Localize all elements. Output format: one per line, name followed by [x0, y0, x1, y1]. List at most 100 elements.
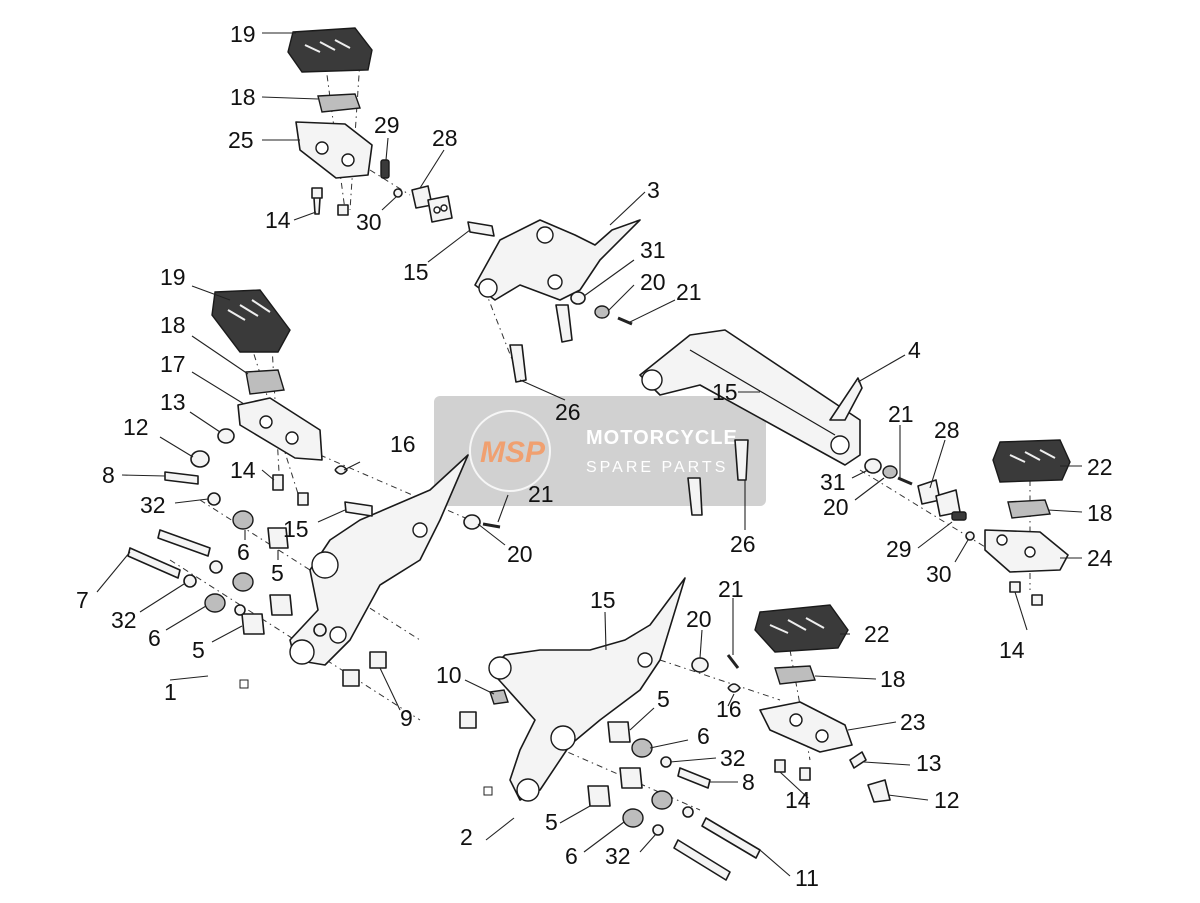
bolt-11-a — [701, 817, 761, 859]
part-label-30: 30 — [356, 209, 382, 235]
part-label-32: 32 — [605, 843, 631, 869]
washer-left-d — [234, 604, 246, 616]
assembly-marker-2 — [483, 786, 493, 796]
part-label-10: 10 — [436, 662, 462, 688]
spacer-9-b — [342, 669, 360, 687]
washer-32-left-a — [207, 492, 221, 506]
part-label-32: 32 — [111, 607, 137, 633]
part-label-13: 13 — [160, 389, 186, 415]
washer-left-c — [209, 560, 223, 574]
screw-14-e — [272, 474, 284, 491]
part-label-18: 18 — [230, 84, 256, 110]
washer-13-right — [849, 751, 867, 769]
bushing-5-left-b — [269, 594, 293, 616]
washer-32-right-b — [652, 824, 664, 836]
part-label-15: 15 — [283, 516, 309, 542]
bearing-6-left-a — [232, 510, 254, 530]
washer-31-top — [570, 291, 586, 305]
washer-13-left — [217, 428, 235, 444]
part-label-26: 26 — [555, 399, 581, 425]
screw-14-f — [297, 492, 309, 506]
pin-15-left — [344, 501, 373, 517]
part-label-4: 4 — [908, 337, 921, 363]
part-label-6: 6 — [148, 625, 161, 651]
footpeg-24 — [984, 529, 1069, 573]
washer-32-right-a — [660, 756, 672, 768]
nut-12-right — [867, 779, 891, 803]
footpeg-23 — [759, 701, 853, 753]
watermark-title: MOTORCYCLE — [586, 427, 738, 449]
nut-12-left — [190, 450, 210, 468]
screw-14-b — [337, 204, 349, 216]
plate-top — [317, 93, 361, 113]
part-label-14: 14 — [230, 457, 256, 483]
bolt-8-right — [677, 767, 711, 789]
part-label-20: 20 — [640, 269, 666, 295]
bearing-6-right-a — [631, 738, 653, 758]
pin-21-right-lower — [726, 654, 740, 669]
part-label-6: 6 — [237, 539, 250, 565]
part-label-7: 7 — [76, 587, 89, 613]
bolt-7 — [127, 547, 181, 579]
part-label-6: 6 — [565, 843, 578, 869]
bolt-26-a — [509, 344, 527, 383]
footpeg-rubber-22-right — [992, 439, 1071, 483]
part-label-20: 20 — [686, 606, 712, 632]
washer-20-top — [594, 305, 610, 319]
pin-21-top — [617, 316, 633, 326]
screw-14-c — [1009, 581, 1021, 593]
part-label-31: 31 — [820, 469, 846, 495]
nut-10 — [489, 689, 509, 705]
spacer-9-c — [459, 711, 477, 729]
part-label-28: 28 — [934, 417, 960, 443]
part-label-25: 25 — [228, 127, 254, 153]
part-label-19: 19 — [160, 264, 186, 290]
washer-right-d — [682, 806, 694, 818]
bearing-6-left-b — [204, 593, 226, 613]
plate-18-left — [245, 369, 285, 395]
part-label-29: 29 — [374, 112, 400, 138]
bearing-6-left-c — [232, 572, 254, 592]
bolt-8-left — [164, 471, 199, 485]
footpeg-17 — [237, 397, 323, 461]
footpeg-rubber-19-left — [211, 289, 291, 353]
part-label-12: 12 — [934, 787, 960, 813]
part-label-32: 32 — [140, 492, 166, 518]
bearing-6-right-c — [622, 808, 644, 828]
part-label-15: 15 — [712, 379, 738, 405]
screw-14-d — [1031, 594, 1043, 606]
part-label-31: 31 — [640, 237, 666, 263]
leader-lines — [96, 32, 1083, 877]
part-label-16: 16 — [390, 431, 416, 457]
part-label-28: 28 — [432, 125, 458, 151]
part-label-18: 18 — [880, 666, 906, 692]
part-label-15: 15 — [403, 259, 429, 285]
parts-artwork — [127, 27, 1071, 881]
spring-29-right — [951, 511, 967, 521]
part-label-30: 30 — [926, 561, 952, 587]
washer-20-right-lower — [691, 657, 709, 673]
part-label-11: 11 — [795, 865, 819, 891]
part-label-14: 14 — [999, 637, 1025, 663]
pin-21-left — [482, 522, 501, 529]
footpeg-25 — [295, 121, 373, 179]
plate-18-right — [1007, 499, 1051, 519]
part-label-6: 6 — [697, 723, 710, 749]
pin-15-top — [467, 221, 495, 237]
part-label-21: 21 — [888, 401, 914, 427]
assembly-marker-1 — [239, 679, 249, 689]
part-label-5: 5 — [545, 809, 558, 835]
spring-16-left — [334, 465, 348, 475]
spacer-9-a — [369, 651, 387, 669]
part-label-24: 24 — [1087, 545, 1113, 571]
ball-30-right — [965, 531, 975, 541]
watermark: MSP MOTORCYCLE SPARE PARTS — [434, 396, 766, 506]
screw-14-a — [311, 187, 323, 215]
part-label-20: 20 — [507, 541, 533, 567]
bushing-5-left-a — [267, 527, 289, 549]
bolt-26-d — [687, 477, 703, 516]
part-label-14: 14 — [785, 787, 811, 813]
washer-31-right — [864, 458, 882, 474]
bushing-5-left-c — [241, 613, 265, 635]
